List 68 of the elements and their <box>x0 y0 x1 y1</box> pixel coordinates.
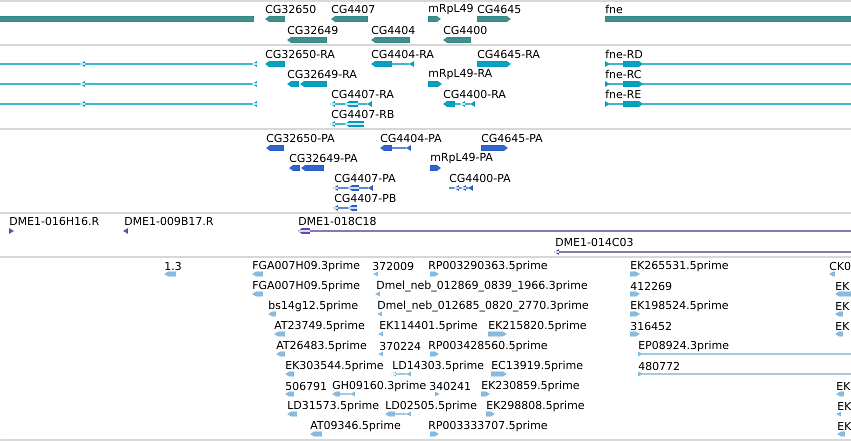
feature-label: 1.3 <box>165 262 181 270</box>
feature-label: CG32649-RA <box>288 70 357 78</box>
feature-label: LD31573.5prime <box>288 400 378 412</box>
feature-label: LD14303.5prime <box>393 360 484 372</box>
feature-label: fne-RD <box>605 50 642 58</box>
feature-label: FGA007H09.3prime <box>253 260 360 272</box>
feature-label: CG32649 <box>288 26 338 34</box>
feature-label: 370224 <box>380 342 420 350</box>
feature-label: CG4404 <box>372 26 415 34</box>
feature-label: EK <box>836 282 850 290</box>
feature-label: CG32650-PA <box>266 134 334 142</box>
feature-label: mRpL49-PA <box>431 152 493 164</box>
feature-label: DME1-014C03 <box>556 238 633 246</box>
feature-label: DME1-016H16.R <box>10 216 99 226</box>
feature-label: CG4407-RA <box>332 90 394 98</box>
feature-label: LD02505.5prime <box>386 400 476 412</box>
feature-label: 506791 <box>286 382 326 390</box>
feature-label: CG4645-PA <box>482 134 542 142</box>
feature-label: CK0 <box>830 262 850 270</box>
feature-label: fne-RE <box>605 90 641 98</box>
feature-label: CG4404-PA <box>380 134 442 142</box>
feature-label: CG4645 <box>478 4 520 14</box>
feature-label: DME1-018C18 <box>299 216 376 226</box>
feature-label: EK198524.5prime <box>631 300 728 312</box>
feature-label: Dmel_neb_012869_0839_1966.3prime <box>377 280 588 292</box>
feature-label: CG4400 <box>444 26 486 34</box>
feature-label: 480772 <box>638 362 679 370</box>
feature-label: fne <box>605 4 622 14</box>
feature-label: CG32650-RA <box>266 50 335 58</box>
feature-label: AT23749.5prime <box>274 320 364 332</box>
feature-label: 316452 <box>631 322 671 330</box>
feature-label: EK114401.5prime <box>380 320 477 332</box>
feature-label: EK <box>836 322 850 330</box>
feature-label: mRpL49 <box>429 4 473 14</box>
feature-label: EK <box>837 382 851 390</box>
feature-label: AT26483.5prime <box>276 340 366 352</box>
feature-label: CG4400-PA <box>450 174 510 182</box>
feature-label: CG4404-RA <box>372 50 434 58</box>
feature-label: EK265531.5prime <box>631 260 728 272</box>
feature-label: RP003333707.5prime <box>429 420 547 432</box>
feature-label: CG4400-RA <box>444 90 506 98</box>
feature-label: EP08924.3prime <box>639 340 728 352</box>
feature-label: 372009 <box>373 262 414 270</box>
feature-label: EC13919.5prime <box>492 360 582 372</box>
feature-label: 412269 <box>630 282 672 290</box>
feature-label: FGA007H09.5prime <box>253 280 360 292</box>
feature-label: CG4407-PA <box>334 174 396 182</box>
feature-label: CG4407-RB <box>332 110 394 118</box>
feature-label: AT09346.5prime <box>310 420 400 432</box>
feature-label: CG32650 <box>266 4 316 14</box>
feature-label: CG4407 <box>332 4 374 14</box>
feature-label: EK <box>836 302 850 310</box>
feature-label: CG4407-PB <box>334 194 396 202</box>
feature-label: bs14g12.5prime <box>269 300 358 312</box>
feature-label: fne-RC <box>605 70 641 78</box>
feature-label: Dmel_neb_012685_0820_2770.3prime <box>378 300 588 312</box>
feature-label: GH09160.3prime <box>332 380 426 392</box>
feature-label: DME1-009B17.R <box>125 216 214 226</box>
feature-label: RP003290363.5prime <box>429 260 547 272</box>
feature-label: EK230859.5prime <box>482 380 579 392</box>
feature-label: mRpL49-RA <box>429 68 492 80</box>
feature-label: EK303544.5prime <box>286 360 383 372</box>
feature-label: CG32649-PA <box>290 154 358 162</box>
feature-label: EK215820.5prime <box>489 320 586 332</box>
feature-label: 340241 <box>430 382 470 390</box>
feature-label: CG4645-RA <box>478 50 540 58</box>
feature-label: RP003428560.5prime <box>429 340 547 352</box>
feature-label: EK298808.5prime <box>487 400 584 412</box>
